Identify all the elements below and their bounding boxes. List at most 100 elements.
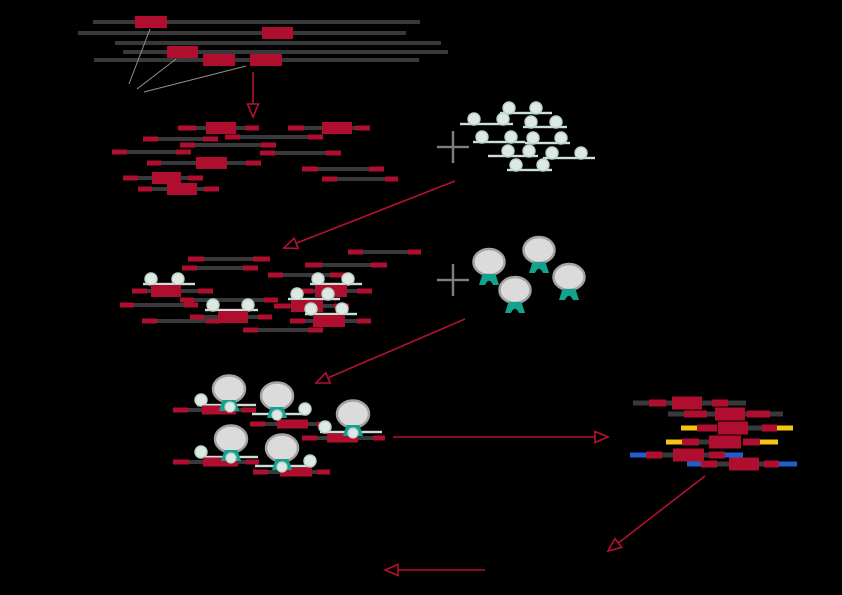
genomic-dna-panel — [78, 16, 448, 93]
index-yellow-segment — [777, 425, 793, 431]
adapter-tip — [260, 150, 275, 156]
probe-strand — [288, 297, 340, 301]
fragment-backbone — [195, 143, 261, 147]
adapter-tip — [176, 149, 191, 155]
probe-strand — [205, 308, 258, 312]
fragment-backbone — [304, 126, 322, 130]
biotin-ball-icon — [290, 287, 304, 301]
plus-icon — [451, 131, 455, 163]
adapter-tip — [326, 150, 341, 156]
adapter-tip — [268, 272, 283, 278]
adapter-tip — [246, 459, 259, 465]
backbone-segment — [662, 452, 673, 458]
biotin-ball-icon — [549, 115, 563, 129]
backbone-segment — [759, 461, 764, 467]
biotin-ball-icon — [311, 272, 325, 286]
biotin-ball-icon — [298, 402, 312, 416]
probe-strand — [473, 140, 525, 144]
exon-block — [709, 435, 741, 449]
adapter-tip — [142, 318, 157, 324]
backbone-segment — [699, 439, 709, 445]
exon-block — [167, 183, 197, 195]
adapter-tip — [123, 175, 138, 181]
exon-block — [206, 122, 236, 134]
adapter-tip — [261, 142, 276, 148]
exon-block — [202, 405, 236, 415]
biotin-ball-icon — [224, 401, 236, 413]
biotin-ball-icon — [194, 393, 208, 407]
fragment-backbone — [265, 422, 277, 426]
streptavidin-bead — [522, 235, 556, 265]
streptavidin-bead — [211, 374, 247, 404]
fragment-backbone — [157, 319, 206, 323]
backbone-segment — [745, 411, 748, 417]
adapter-segment — [709, 451, 725, 459]
biotin-ball-icon — [321, 287, 335, 301]
adapter-tip — [188, 256, 204, 262]
backbone-segment — [702, 400, 713, 406]
fragment-backbone — [290, 304, 291, 308]
fragment-backbone — [204, 315, 218, 319]
fragment-backbone — [283, 273, 330, 277]
exon-block — [135, 16, 167, 28]
fragment-backbone — [358, 436, 373, 440]
workflow-arrows — [246, 72, 706, 577]
exon-block — [327, 433, 358, 443]
adapter-tip — [288, 125, 304, 131]
adapter-tip — [242, 407, 256, 413]
adapter-tip — [173, 407, 188, 413]
wash-elute-arrow-head — [594, 430, 611, 444]
fragment-backbone — [127, 150, 176, 154]
adapter-tip — [178, 125, 196, 131]
genomic-dna-strand — [78, 31, 406, 35]
adapter-tip — [204, 186, 219, 192]
fragment-backbone — [227, 161, 246, 165]
streptavidin-bead — [259, 381, 295, 411]
adapter-tip — [143, 136, 158, 142]
exon-block — [167, 46, 198, 58]
adapter-tip — [373, 435, 385, 441]
fragment-backbone — [161, 161, 196, 165]
adapter-segment — [764, 460, 779, 468]
adapter-tip — [132, 288, 147, 294]
fragment-backbone — [197, 187, 204, 191]
biotin-ball-icon — [271, 409, 283, 421]
probe-strand — [523, 125, 567, 129]
fragment-backbone — [352, 126, 355, 130]
biotin-ball-icon — [496, 112, 510, 126]
adapter-tip — [198, 288, 213, 294]
biotin-ball-icon — [341, 272, 355, 286]
adapter-segment — [747, 410, 770, 418]
probe-strand — [500, 111, 552, 115]
index-blue-segment — [725, 452, 743, 458]
biotin-ball-icon — [529, 101, 543, 115]
enriched-library-panel — [630, 396, 797, 471]
biotin-ball-icon — [509, 158, 523, 172]
adapter-tip — [246, 160, 261, 166]
fragment-backbone — [152, 187, 167, 191]
exon-block — [672, 396, 702, 410]
fragment-backbone — [268, 470, 280, 474]
probe-strand — [488, 154, 538, 158]
bead-capture-panel — [173, 374, 385, 477]
adapter-segment — [684, 410, 707, 418]
fragment-backbone — [147, 289, 151, 293]
fragment-backbone — [337, 177, 385, 181]
exon-block — [262, 27, 293, 39]
streptavidin-bead — [264, 433, 300, 463]
adapter-segment — [646, 451, 662, 459]
streptavidin-bead — [213, 424, 249, 454]
fragment-backbone — [238, 460, 246, 464]
adapter-tip — [243, 265, 258, 271]
streptavidin-anchor — [529, 262, 549, 273]
adapter-segment — [649, 399, 666, 407]
exon-block — [673, 448, 704, 462]
fragment-backbone — [204, 257, 253, 261]
probe-strand — [305, 312, 357, 316]
adapter-tip — [188, 175, 203, 181]
adapter-segment — [762, 424, 777, 432]
biotin-ball-icon — [194, 445, 208, 459]
fragment-backbone — [158, 137, 203, 141]
biotin-ball-icon — [318, 420, 332, 434]
